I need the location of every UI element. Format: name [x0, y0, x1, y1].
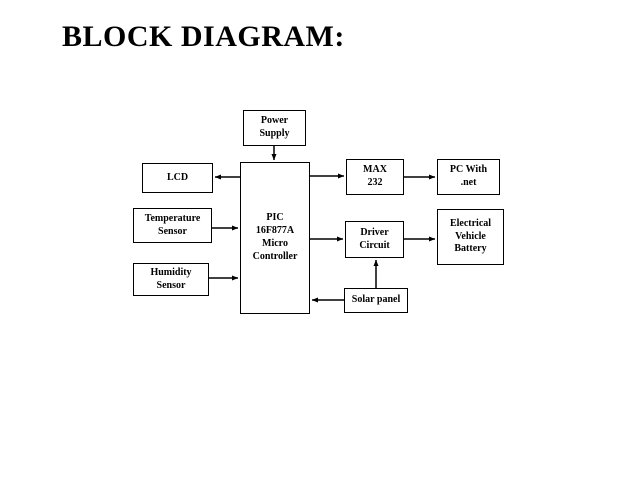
connector-layer [209, 146, 436, 303]
block-label: Solar panel [351, 294, 401, 306]
block-lcd[interactable]: LCD [142, 163, 213, 193]
block-label: Humidity Sensor [150, 266, 192, 291]
page-title: BLOCK DIAGRAM: [62, 20, 345, 53]
block-temperature[interactable]: Temperature Sensor [133, 208, 212, 243]
block-label: PC With .net [449, 164, 488, 188]
block-label: LCD [166, 171, 189, 183]
block-driver-circuit[interactable]: Driver Circuit [345, 221, 404, 258]
block-solar-panel[interactable]: Solar panel [344, 288, 408, 313]
block-power-supply[interactable]: Power Supply [243, 110, 306, 146]
block-label: Temperature Sensor [144, 212, 201, 237]
block-label: Power Supply [259, 115, 290, 139]
block-label: MAX 232 [363, 164, 387, 188]
block-pic[interactable]: PIC 16F877A Micro Controller [240, 162, 310, 314]
block-label: PIC 16F877A Micro Controller [252, 212, 298, 262]
block-max232[interactable]: MAX 232 [346, 159, 404, 195]
block-label: Electrical Vehicle Battery [449, 217, 492, 255]
block-humidity[interactable]: Humidity Sensor [133, 263, 209, 296]
block-label: Driver Circuit [359, 226, 390, 251]
block-pc-dotnet[interactable]: PC With .net [437, 159, 500, 195]
block-ev-battery[interactable]: Electrical Vehicle Battery [437, 209, 504, 265]
